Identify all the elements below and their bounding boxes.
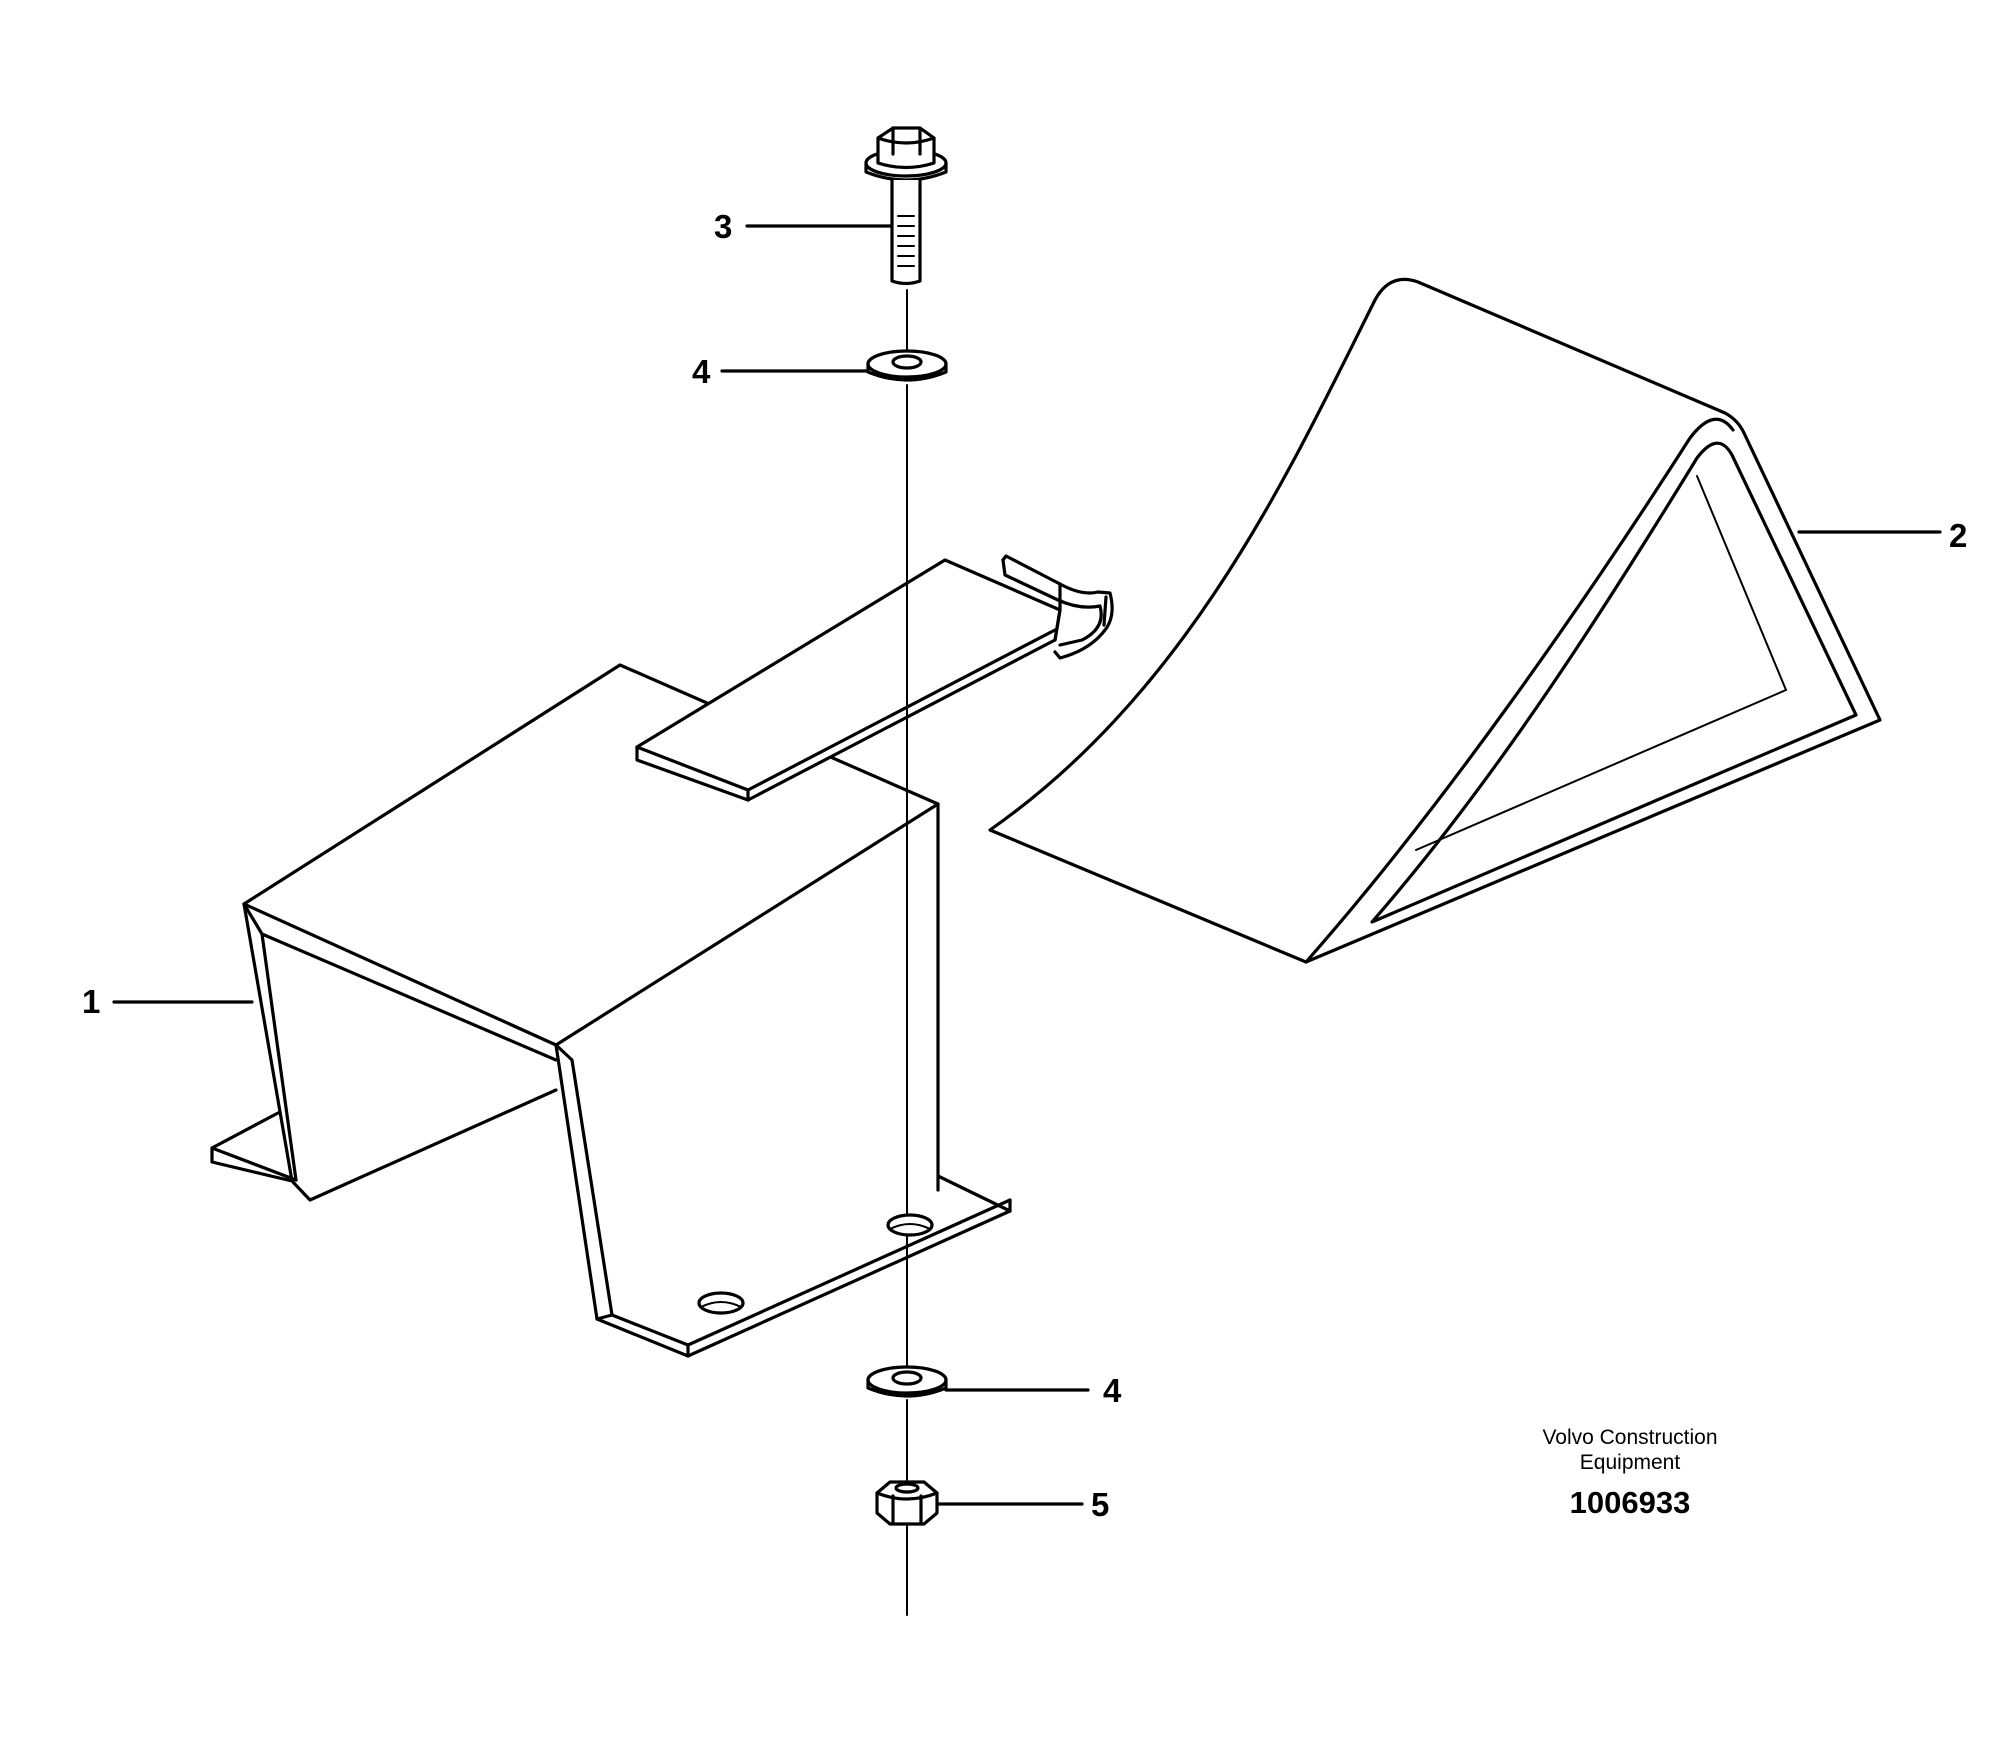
flange-bolt-part-3 (745, 126, 948, 286)
drawing-number: 1006933 (1570, 1485, 1691, 1520)
wheel-chock-part-2 (988, 277, 1942, 964)
company-name-line-2: Equipment (1580, 1451, 1681, 1474)
washer-top-part-4 (720, 349, 948, 382)
bracket-part-1 (112, 663, 1012, 1358)
callout-2: 2 (1949, 517, 1967, 554)
callout-4-top: 4 (692, 353, 711, 390)
callout-5: 5 (1091, 1486, 1109, 1523)
bracket-tab (635, 554, 1114, 802)
callout-1: 1 (82, 983, 100, 1020)
hex-nut-part-5 (875, 1480, 1084, 1526)
callout-3: 3 (714, 208, 732, 245)
callout-4-bottom: 4 (1103, 1372, 1122, 1409)
washer-bottom-part-4 (866, 1365, 1090, 1398)
company-name-line-1: Volvo Construction (1542, 1426, 1717, 1449)
